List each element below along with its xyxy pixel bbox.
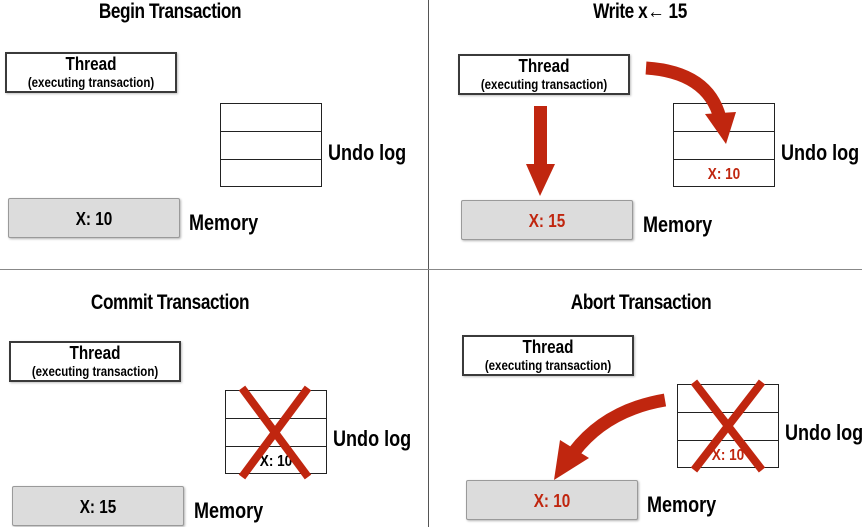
memory-value: X: 10 [533, 491, 571, 511]
memory-box: X: 15 [12, 486, 184, 526]
undo-log-row: X: 10 [226, 447, 326, 475]
undo-log-entry: X: 10 [259, 453, 293, 470]
thread-label: Thread [69, 343, 121, 363]
memory-value: X: 15 [79, 497, 117, 517]
memory-label: Memory [643, 212, 713, 237]
undo-log-label: Undo log [328, 140, 407, 165]
thread-box: Thread (executing transaction) [462, 335, 634, 376]
arrow-down-icon [526, 106, 555, 196]
thread-sublabel: (executing transaction) [27, 74, 155, 90]
thread-label: Thread [522, 337, 574, 357]
memory-box: X: 10 [466, 480, 638, 520]
undo-log-label: Undo log [781, 140, 860, 165]
panel-title: Commit Transaction [90, 291, 250, 314]
undo-log-label: Undo log [333, 426, 412, 451]
cross-icon [238, 385, 312, 480]
memory-value: X: 10 [75, 209, 113, 229]
thread-label: Thread [518, 56, 570, 76]
undo-log-box [220, 103, 322, 187]
undo-log-box: X: 10 [225, 390, 327, 474]
undo-log-row [221, 132, 321, 160]
undo-log-entry: X: 10 [707, 166, 741, 183]
memory-box: X: 10 [8, 198, 180, 238]
panel-title: Begin Transaction [98, 0, 242, 23]
undo-log-row [226, 391, 326, 419]
curved-arrow-icon [554, 393, 667, 480]
undo-log-row [678, 413, 778, 441]
memory-label: Memory [647, 492, 717, 517]
curved-arrow-icon [645, 61, 736, 144]
undo-log-row [674, 132, 774, 160]
undo-log-row [226, 419, 326, 447]
memory-box: X: 15 [461, 200, 633, 240]
undo-log-row [221, 104, 321, 132]
thread-box: Thread (executing transaction) [458, 54, 630, 95]
thread-box: Thread (executing transaction) [9, 341, 181, 382]
thread-sublabel: (executing transaction) [31, 363, 159, 379]
undo-log-label: Undo log [785, 420, 862, 445]
panel-title: Abort Transaction [570, 291, 712, 314]
thread-label: Thread [65, 54, 117, 74]
memory-value: X: 15 [528, 211, 566, 231]
panel-title: Write x← 15 [593, 0, 687, 23]
horizontal-divider [0, 269, 862, 270]
memory-label: Memory [194, 498, 264, 523]
undo-log-row: X: 10 [678, 441, 778, 469]
vertical-divider [428, 0, 429, 527]
memory-label: Memory [189, 210, 259, 235]
thread-sublabel: (executing transaction) [480, 76, 608, 92]
undo-log-row [678, 385, 778, 413]
undo-log-row: X: 10 [674, 160, 774, 188]
undo-log-entry: X: 10 [711, 447, 745, 464]
thread-sublabel: (executing transaction) [484, 357, 612, 373]
cross-icon [690, 379, 766, 473]
thread-box: Thread (executing transaction) [5, 52, 177, 93]
